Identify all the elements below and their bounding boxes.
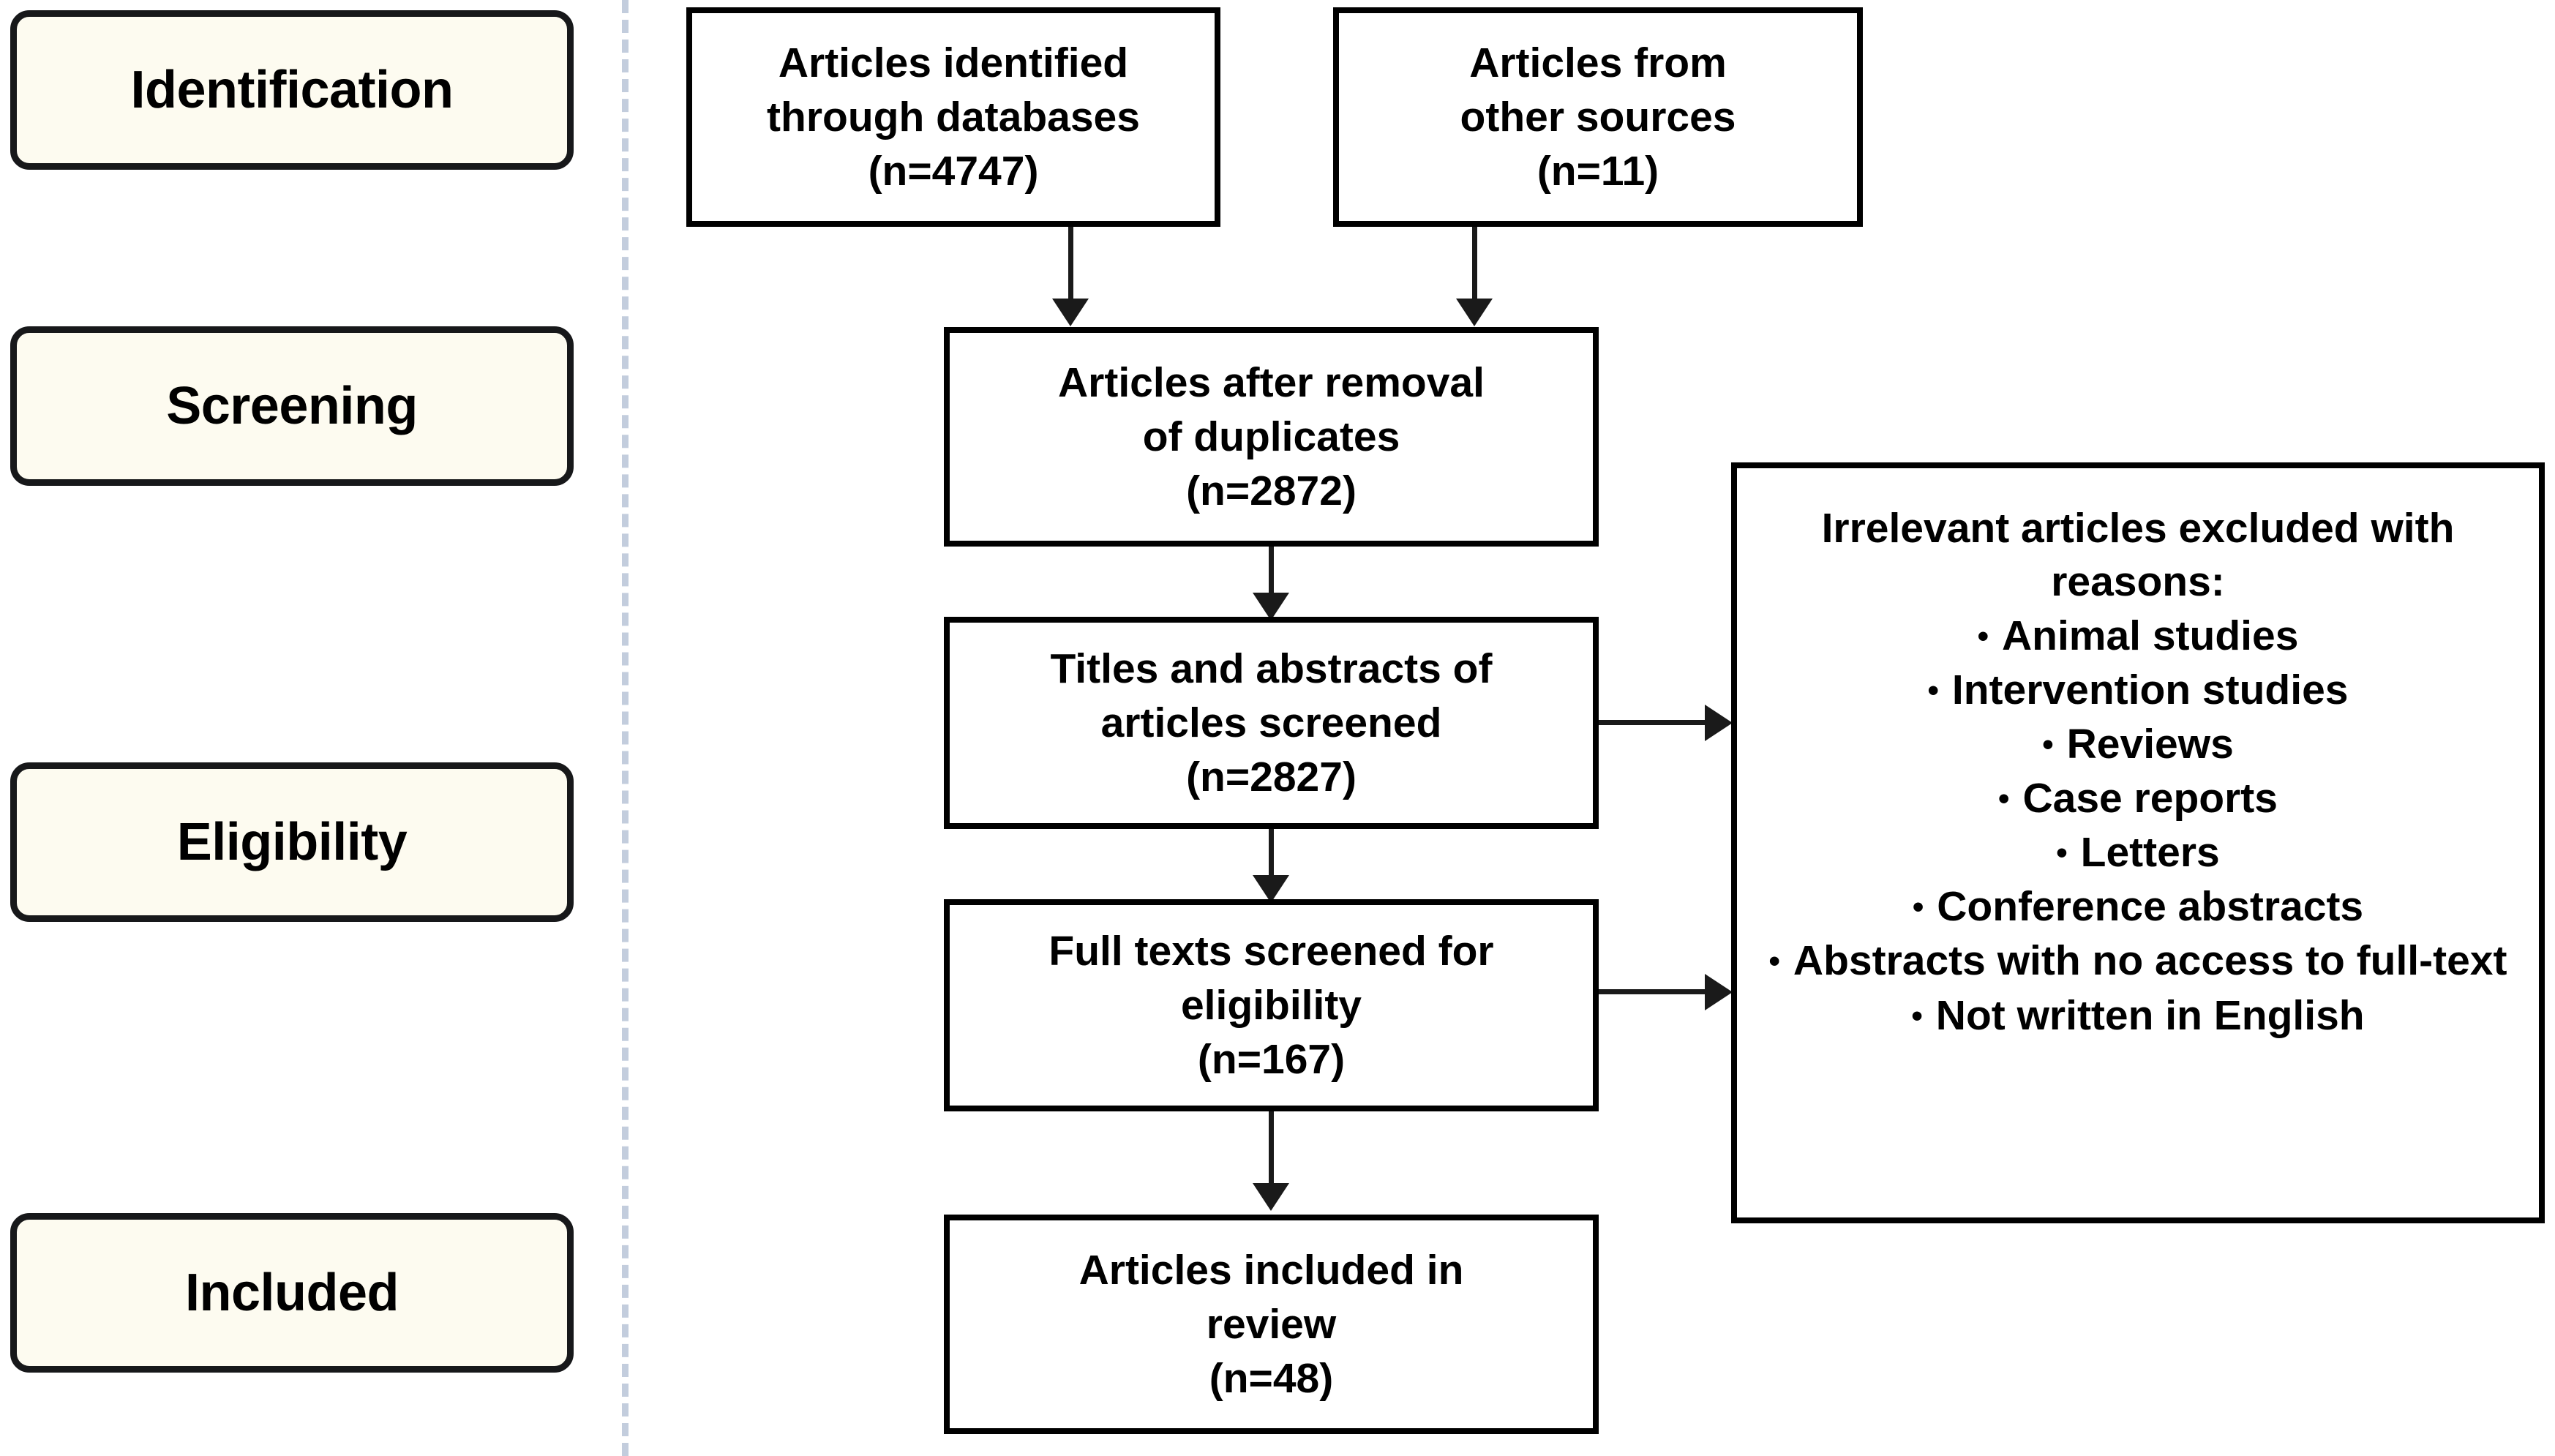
- box-articles-included-review: Articles included in review (n=48): [944, 1215, 1599, 1434]
- stage-label-included-text: Included: [184, 1264, 399, 1322]
- arrowhead-titles-to-fulltexts: [1253, 875, 1289, 903]
- exclusion-reason-list: • Animal studies • Intervention studies • R…: [1759, 609, 2517, 1043]
- exclusion-reason-item: • Reviews: [1759, 717, 2517, 771]
- connector-duplicates-to-titles: [1269, 547, 1274, 598]
- box-included-count: (n=48): [1209, 1355, 1334, 1403]
- bullet-icon: •: [1998, 781, 2010, 817]
- stage-label-identification-text: Identification: [130, 61, 454, 119]
- stage-label-screening-text: Screening: [166, 377, 418, 435]
- stage-label-identification: Identification: [10, 10, 574, 170]
- exclusion-reason-text: Case reports: [2022, 775, 2278, 822]
- exclusion-reason-text: Reviews: [2066, 721, 2234, 768]
- exclusion-reason-item: • Abstracts with no access to full-text: [1759, 934, 2517, 988]
- box-titles-abstracts-screened: Titles and abstracts of articles screene…: [944, 617, 1599, 829]
- box-full-texts-count: (n=167): [1197, 1036, 1346, 1084]
- box-after-duplicates-line2: of duplicates: [1142, 413, 1400, 460]
- bullet-icon: •: [1977, 618, 1989, 654]
- arrowhead-fulltexts-to-exclusion: [1705, 974, 1733, 1010]
- exclusion-reason-item: • Animal studies: [1759, 609, 2517, 663]
- arrowhead-duplicates-to-titles: [1253, 593, 1289, 620]
- box-identified-count: (n=4747): [868, 148, 1039, 195]
- bullet-icon: •: [1911, 997, 1923, 1034]
- connector-fulltexts-to-included: [1269, 1111, 1274, 1188]
- bullet-icon: •: [2042, 727, 2054, 763]
- connector-other-sources-to-duplicates: [1472, 227, 1477, 304]
- arrowhead-identified-to-duplicates: [1052, 299, 1089, 326]
- connector-identified-to-duplicates: [1068, 227, 1073, 304]
- exclusion-reason-text: Intervention studies: [1951, 667, 2349, 713]
- bullet-icon: •: [2056, 835, 2068, 871]
- connector-titles-to-fulltexts: [1269, 829, 1274, 880]
- box-titles-abstracts-count: (n=2827): [1186, 754, 1357, 801]
- box-titles-abstracts-line2: articles screened: [1100, 699, 1442, 746]
- box-articles-identified-databases: Articles identified through databases (n…: [686, 7, 1220, 227]
- arrowhead-other-sources-to-duplicates: [1456, 299, 1493, 326]
- exclusion-reason-text: Not written in English: [1935, 991, 2365, 1039]
- connector-fulltexts-to-exclusion: [1599, 989, 1708, 994]
- box-after-duplicates-line1: Articles after removal: [1058, 359, 1485, 406]
- stage-label-screening: Screening: [10, 326, 574, 486]
- box-other-sources-line1: Articles from: [1469, 39, 1727, 86]
- exclusion-title-line2: with reasons:: [2051, 505, 2455, 605]
- box-other-sources-line2: other sources: [1460, 93, 1736, 140]
- stage-label-included: Included: [10, 1213, 574, 1373]
- section-divider: [622, 0, 629, 1456]
- box-other-sources-count: (n=11): [1537, 148, 1659, 195]
- box-included-line1: Articles included in: [1078, 1246, 1464, 1294]
- box-included-line2: review: [1206, 1300, 1337, 1348]
- box-full-texts-screened: Full texts screened for eligibility (n=1…: [944, 899, 1599, 1111]
- exclusion-reason-text: Letters: [2080, 829, 2220, 877]
- box-after-duplicates-count: (n=2872): [1186, 468, 1357, 515]
- exclusion-reason-text: Abstracts with no: [1793, 937, 2144, 985]
- exclusion-reason-item: • Not written in English: [1759, 988, 2517, 1043]
- box-articles-other-sources: Articles from other sources (n=11): [1333, 7, 1863, 227]
- exclusion-title-line1: Irrelevant articles excluded: [1821, 505, 2360, 552]
- exclusion-reason-item: • Letters: [1759, 825, 2517, 879]
- exclusion-reason-item: • Conference abstracts: [1759, 879, 2517, 934]
- arrowhead-titles-to-exclusion: [1705, 705, 1733, 741]
- box-excluded-with-reasons: Irrelevant articles excluded with reason…: [1731, 462, 2545, 1223]
- connector-titles-to-exclusion: [1599, 720, 1708, 725]
- stage-label-eligibility: Eligibility: [10, 762, 574, 922]
- box-full-texts-line1: Full texts screened for: [1048, 927, 1494, 975]
- bullet-icon: •: [1927, 672, 1939, 708]
- box-identified-line2: through databases: [767, 93, 1140, 140]
- arrowhead-fulltexts-to-included: [1253, 1183, 1289, 1211]
- box-titles-abstracts-line1: Titles and abstracts of: [1050, 645, 1493, 692]
- box-identified-line1: Articles identified: [778, 39, 1129, 86]
- box-articles-after-duplicates: Articles after removal of duplicates (n=…: [944, 327, 1599, 547]
- bullet-icon: •: [1768, 943, 1780, 980]
- stage-label-eligibility-text: Eligibility: [176, 813, 408, 871]
- exclusion-reason-item: • Intervention studies: [1759, 663, 2517, 717]
- exclusion-reason-text: Conference abstracts: [1937, 883, 2364, 931]
- exclusion-reason-text-cont: access to full-text: [2154, 937, 2507, 985]
- exclusion-reason-text: Animal studies: [2001, 612, 2299, 659]
- exclusion-title: Irrelevant articles excluded with reason…: [1759, 502, 2517, 609]
- box-full-texts-line2: eligibility: [1180, 981, 1362, 1029]
- bullet-icon: •: [1912, 889, 1924, 926]
- exclusion-reason-item: • Case reports: [1759, 771, 2517, 825]
